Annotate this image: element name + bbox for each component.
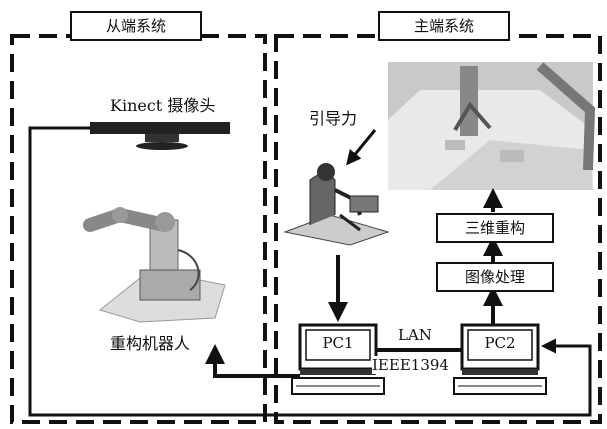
force-arrow <box>346 129 377 166</box>
pc1-computer <box>291 323 385 395</box>
reconstruct-box: 三维重构 <box>436 213 554 243</box>
kinect-to-pc2-arrow <box>290 338 592 417</box>
force-label: 引导力 <box>309 109 358 128</box>
operator-image <box>283 163 390 246</box>
robot-image <box>83 207 226 323</box>
pc2-computer <box>453 323 547 395</box>
pc2-label: PC2 <box>484 334 516 352</box>
kinect-camera <box>90 122 230 150</box>
pc1-label: PC1 <box>322 334 354 352</box>
image-processing-box: 图像处理 <box>436 262 554 292</box>
slave-system-title: 从端系统 <box>70 11 202 41</box>
pc1-to-robot-arrow <box>205 344 300 378</box>
kinect-label: Kinect 摄像头 <box>110 96 216 115</box>
ieee-label: IEEE1394 <box>372 356 449 374</box>
lan-label: LAN <box>398 326 432 344</box>
master-system-title: 主端系统 <box>378 11 510 41</box>
virtual-scene-image <box>388 62 596 190</box>
robot-label: 重构机器人 <box>110 334 191 353</box>
slave-system-frame <box>10 34 267 424</box>
kinect-cable <box>28 126 290 417</box>
